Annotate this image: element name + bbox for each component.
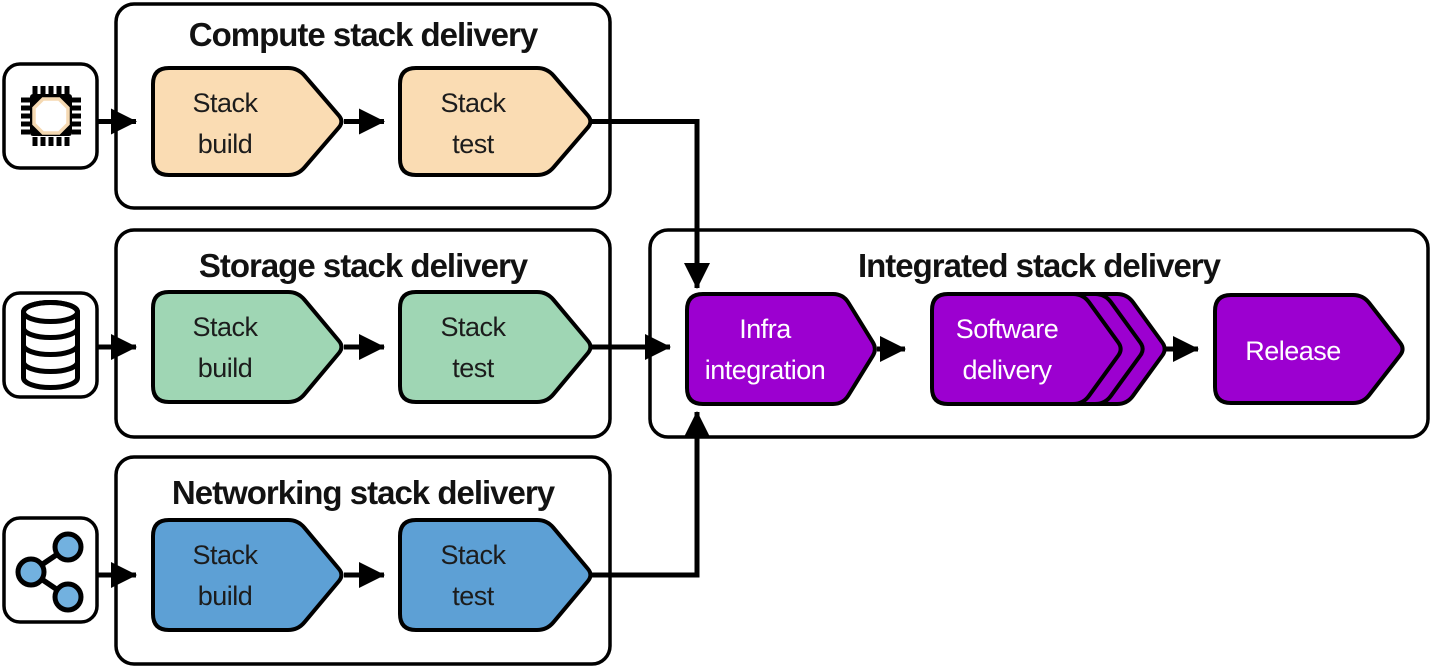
chip-pin — [72, 113, 81, 119]
compute-group-title: Compute stack delivery — [189, 16, 539, 53]
database-top — [21, 300, 80, 324]
storage-group-title: Storage stack delivery — [199, 247, 529, 284]
network-node-left — [15, 556, 47, 588]
software-delivery-label-line1: Software — [956, 314, 1059, 344]
chip-pin — [32, 137, 38, 146]
release-label: Release — [1245, 336, 1341, 366]
database-band-1 — [21, 327, 80, 340]
chip-pin — [64, 137, 70, 146]
infra-integration-shape — [685, 292, 877, 406]
release-shape — [1213, 293, 1405, 405]
network-node-bottom — [52, 581, 84, 613]
chip-pin — [40, 86, 46, 95]
chip-die-ring — [32, 97, 70, 135]
network-share-icon — [15, 531, 84, 613]
chip-pin — [72, 121, 81, 127]
networking-test-label-line2: test — [452, 581, 495, 611]
database-icon — [21, 300, 80, 390]
networking-build-label-line1: Stack — [192, 540, 258, 570]
chip-pin — [64, 86, 70, 95]
infra-integration-label-line2: integration — [705, 355, 826, 385]
database-icon-frame — [2, 291, 99, 399]
database-band-3 — [21, 361, 80, 374]
storage-stack-build-shape — [151, 290, 344, 404]
chip-pin — [21, 129, 30, 135]
connector-networking-test-to-infra — [590, 411, 710, 578]
storage-stack-test-shape — [398, 290, 593, 404]
chip-icon — [21, 86, 81, 146]
network-node-top — [52, 531, 84, 563]
chip-pin — [72, 129, 81, 135]
chip-pin — [48, 86, 54, 95]
networking-stack-test-shape — [398, 518, 593, 632]
infra-integration-label-line1: Infra — [739, 314, 792, 344]
networking-build-label-line2: build — [198, 581, 253, 611]
software-delivery-shape-front — [930, 292, 1123, 406]
chip-pin — [21, 113, 30, 119]
storage-build-label-line1: Stack — [192, 312, 258, 342]
chip-pin — [56, 86, 62, 95]
networking-stack-build-shape — [151, 518, 344, 632]
chip-pin — [48, 137, 54, 146]
compute-test-label-line2: test — [452, 129, 495, 159]
compute-stack-build-shape — [151, 66, 344, 177]
compute-test-label-line1: Stack — [440, 88, 506, 118]
database-band-2 — [21, 344, 80, 357]
chip-pin — [32, 86, 38, 95]
storage-test-label-line2: test — [452, 353, 495, 383]
compute-build-label-line1: Stack — [192, 88, 258, 118]
chip-pin — [56, 137, 62, 146]
chip-pin — [21, 121, 30, 127]
storage-build-label-line2: build — [198, 353, 253, 383]
chip-pins — [21, 86, 81, 146]
chip-pin — [72, 105, 81, 111]
chip-pin — [21, 97, 30, 103]
software-delivery-label-line2: delivery — [962, 355, 1052, 385]
compute-stack-test-shape — [398, 66, 593, 177]
networking-group-title: Networking stack delivery — [172, 474, 556, 511]
connector-compute-test-to-infra — [590, 119, 710, 289]
storage-test-label-line1: Stack — [440, 312, 506, 342]
chip-pin — [40, 137, 46, 146]
integrated-group-title: Integrated stack delivery — [858, 247, 1222, 284]
chip-pin — [21, 105, 30, 111]
networking-test-label-line1: Stack — [440, 540, 506, 570]
compute-build-label-line2: build — [198, 129, 253, 159]
chip-pin — [72, 97, 81, 103]
